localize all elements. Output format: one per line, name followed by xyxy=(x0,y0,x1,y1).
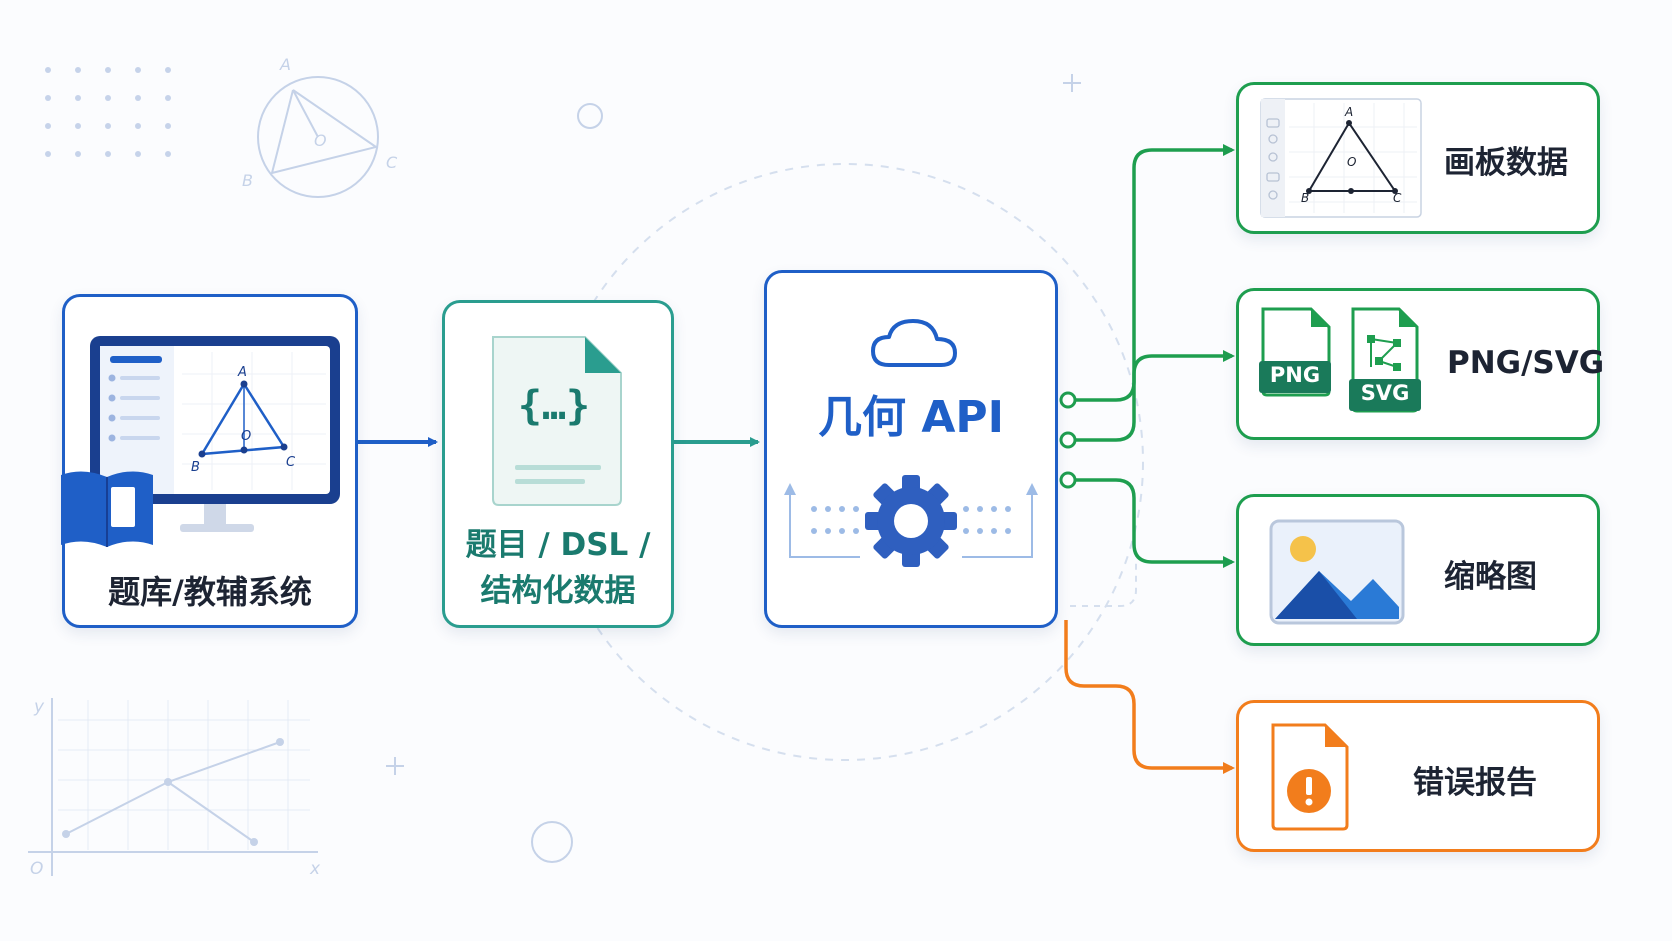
source-system-node[interactable]: A O B C 题库/教辅系统 xyxy=(61,294,358,628)
ring-decoration xyxy=(577,103,603,129)
output-board-data[interactable]: A O B C 画板数据 xyxy=(1236,82,1600,234)
output-png-svg-label: PNG/SVG xyxy=(1447,345,1605,381)
connector-to-error-report xyxy=(1064,620,1235,774)
gear-icon xyxy=(784,475,1038,567)
circle-sketch-decoration xyxy=(257,76,379,198)
output-board-data-label: 画板数据 xyxy=(1444,145,1568,181)
canvas-label-o: O xyxy=(1347,155,1357,169)
thumbnail-image-icon xyxy=(1269,519,1405,625)
circle-sketch-label-b: B xyxy=(242,171,253,190)
svg-tag: SVG xyxy=(1360,381,1410,405)
screen-label-c: C xyxy=(286,455,296,470)
circle-sketch-label-o: O xyxy=(314,131,327,150)
ring-decoration xyxy=(531,821,573,863)
output-connectors xyxy=(1059,144,1235,774)
circle-sketch-label-c: C xyxy=(386,153,398,172)
png-tag: PNG xyxy=(1269,363,1321,387)
connector-to-png-svg xyxy=(1074,350,1235,442)
dsl-data-node[interactable]: {…} 题目 / DSL / 结构化数据 xyxy=(442,300,674,628)
book-icon xyxy=(61,471,153,547)
axes-sketch-points xyxy=(62,738,284,846)
output-error-report-label: 错误报告 xyxy=(1413,765,1537,801)
dsl-node-label-line2: 结构化数据 xyxy=(480,573,636,609)
circle-sketch-label-a: A xyxy=(279,55,291,74)
output-png-svg[interactable]: PNG SVG PNG/SVG xyxy=(1236,288,1604,440)
grid-sketch-decoration xyxy=(58,700,310,850)
canvas-label-c: C xyxy=(1393,191,1402,205)
axes-sketch-decoration xyxy=(28,698,318,876)
connector-port-thumbnail xyxy=(1059,471,1077,489)
dsl-node-label-line1: 题目 / DSL / xyxy=(465,527,651,563)
plus-decoration xyxy=(386,74,1081,775)
axis-label-y: y xyxy=(33,697,45,717)
api-node-label: 几何 API xyxy=(818,392,1004,443)
axis-label-x: x xyxy=(309,859,321,879)
geometry-api-node[interactable]: 几何 API xyxy=(764,270,1058,628)
screen-label-a: A xyxy=(238,365,247,380)
connector-port-png-svg xyxy=(1059,431,1077,449)
output-thumbnail-label: 缩略图 xyxy=(1444,559,1537,595)
source-node-label: 题库/教辅系统 xyxy=(108,573,312,611)
monitor-icon xyxy=(90,336,340,532)
error-document-icon xyxy=(1271,723,1349,831)
output-thumbnail[interactable]: 缩略图 xyxy=(1236,494,1600,646)
axis-label-origin: O xyxy=(30,859,43,879)
canvas-board-icon xyxy=(1260,98,1422,218)
code-glyph: {…} xyxy=(517,383,591,429)
screen-label-o: O xyxy=(241,429,252,444)
canvas-label-a: A xyxy=(1345,105,1354,119)
output-error-report[interactable]: 错误报告 xyxy=(1236,700,1600,852)
connector-to-thumbnail xyxy=(1074,478,1235,568)
screen-label-b: B xyxy=(191,460,200,475)
cloud-icon xyxy=(871,319,957,367)
dot-grid-decoration xyxy=(45,67,171,157)
png-svg-files-icon xyxy=(1259,307,1421,413)
connector-port-board-data xyxy=(1059,391,1077,409)
connector-to-board-data xyxy=(1074,144,1235,402)
faint-dashed-connector xyxy=(1070,560,1137,607)
canvas-label-b: B xyxy=(1301,191,1310,205)
code-document-icon xyxy=(492,336,622,506)
